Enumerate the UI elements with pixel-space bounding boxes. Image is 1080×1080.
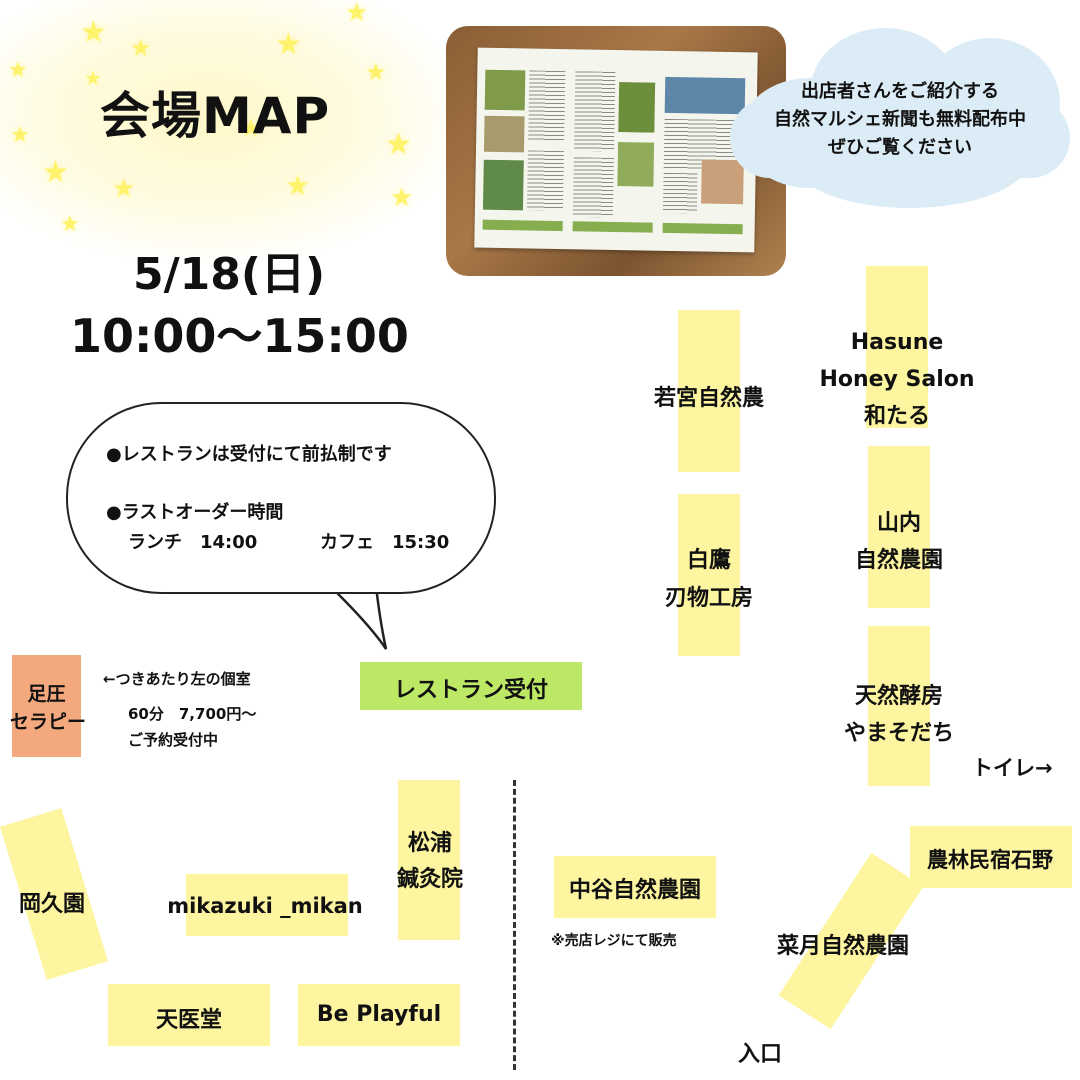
booth-norin	[910, 826, 1072, 888]
star-icon: ★	[240, 114, 262, 142]
event-date: 5/18(日)	[133, 249, 326, 300]
bubble-cafe: カフェ 15:30	[320, 532, 450, 553]
booth-wakamiya-label: 若宮自然農	[653, 386, 764, 411]
booth-beplayful-label: Be Playful	[316, 1002, 442, 1027]
booth-mikazuki-label: mikazuki _mikan	[167, 894, 363, 918]
cloud-line: ぜひご覧ください	[828, 137, 972, 158]
booth-matsuura-label: 松浦 鍼灸院	[380, 826, 480, 898]
booth-hasune	[866, 266, 928, 428]
booth-label-line: 天然酵房	[854, 684, 943, 709]
booth-shirataka-label: 白鷹 刃物工房	[630, 542, 788, 618]
newspaper-image	[474, 47, 758, 253]
booth-yamauchi-label: 山内 自然農園	[820, 505, 978, 579]
restaurant-reception-booth	[360, 662, 582, 710]
therapy-note-location: ←つきあたり左の個室	[103, 670, 251, 688]
cloud-text: 出店者さんをご紹介する 自然マルシェ新聞も無料配布中 ぜひご覧ください	[730, 78, 1070, 162]
booth-wakamiya	[678, 310, 740, 472]
booth-nakatani	[554, 856, 716, 918]
star-icon: ★	[365, 58, 387, 86]
star-icon: ★	[275, 27, 302, 62]
booth-label-line: 和たる	[863, 404, 930, 429]
booth-natsuki-label: 菜月自然農園	[776, 934, 909, 959]
booth-shirataka	[678, 494, 740, 656]
bubble-line-lastorder: ●ラストオーダー時間	[106, 502, 284, 523]
star-icon: ★	[345, 0, 369, 28]
star-glow-background	[0, 0, 460, 260]
booth-nakatani-note: ※売店レジにて販売	[551, 933, 677, 949]
booth-label-line: 自然農園	[854, 548, 943, 573]
therapy-booth	[12, 655, 81, 757]
booth-label-line: 松浦	[407, 831, 452, 856]
therapy-label-line: 足圧	[27, 683, 66, 705]
star-icon: ★	[8, 58, 28, 83]
booth-teniido-label: 天医堂	[155, 1008, 222, 1033]
bubble-tail	[328, 585, 388, 650]
booth-label-line: 山内	[876, 511, 921, 536]
page-title: 会場MAP	[100, 87, 331, 145]
booth-label-line: Hasune	[850, 330, 944, 355]
booth-teniido	[108, 984, 270, 1046]
bubble-line-prepaid: ●レストランは受付にて前払制です	[106, 444, 392, 465]
booth-yamauchi	[868, 446, 930, 608]
booth-nakatani-label: 中谷自然農園	[568, 878, 701, 903]
cloud-line: 出店者さんをご紹介する	[801, 81, 999, 102]
therapy-note-reservation: ご予約受付中	[128, 731, 219, 749]
star-icon: ★	[60, 212, 80, 237]
booth-label-line: 白鷹	[686, 548, 731, 573]
booth-matsuura	[398, 780, 460, 940]
star-icon: ★	[285, 169, 311, 202]
booth-hasune-label: Hasune Honey Salon 和たる	[800, 324, 994, 435]
therapy-label-line: セラピー	[10, 711, 87, 733]
booth-tennen	[868, 626, 930, 786]
booth-mikazuki	[186, 874, 348, 936]
booth-beplayful	[298, 984, 460, 1046]
star-icon: ★	[385, 127, 412, 162]
info-cloud: 出店者さんをご紹介する 自然マルシェ新聞も無料配布中 ぜひご覧ください	[730, 18, 1070, 208]
booth-label-line: やまそだち	[843, 721, 954, 746]
speech-bubble	[66, 402, 496, 594]
event-time: 10:00〜15:00	[70, 309, 409, 363]
booth-norin-label: 農林民宿石野	[927, 848, 1053, 872]
therapy-label: 足圧 セラピー	[10, 680, 87, 736]
booth-tennen-label: 天然酵房 やまそだち	[812, 678, 986, 752]
cloud-line: 自然マルシェ新聞も無料配布中	[774, 109, 1026, 130]
booth-okyuen-label: 岡久園	[18, 892, 85, 917]
star-icon: ★	[84, 66, 102, 90]
toilet-sign: トイレ→	[972, 756, 1053, 780]
booth-label-line: 鍼灸院	[396, 867, 463, 892]
bubble-lunch: ランチ 14:00	[128, 532, 258, 553]
star-icon: ★	[112, 174, 136, 204]
newspaper-photo	[446, 26, 786, 276]
therapy-note-price: 60分 7,700円〜	[128, 705, 257, 723]
star-icon: ★	[10, 123, 30, 148]
entrance-sign: 入口	[738, 1042, 783, 1067]
divider-dashed-line	[513, 780, 516, 1070]
booth-label-line: Honey Salon	[819, 367, 975, 392]
star-icon: ★	[390, 183, 414, 213]
booth-label-line: 刃物工房	[664, 586, 753, 611]
star-icon: ★	[80, 15, 107, 50]
restaurant-reception-label: レストラン受付	[393, 678, 548, 703]
star-icon: ★	[130, 34, 152, 62]
star-icon: ★	[42, 155, 69, 190]
